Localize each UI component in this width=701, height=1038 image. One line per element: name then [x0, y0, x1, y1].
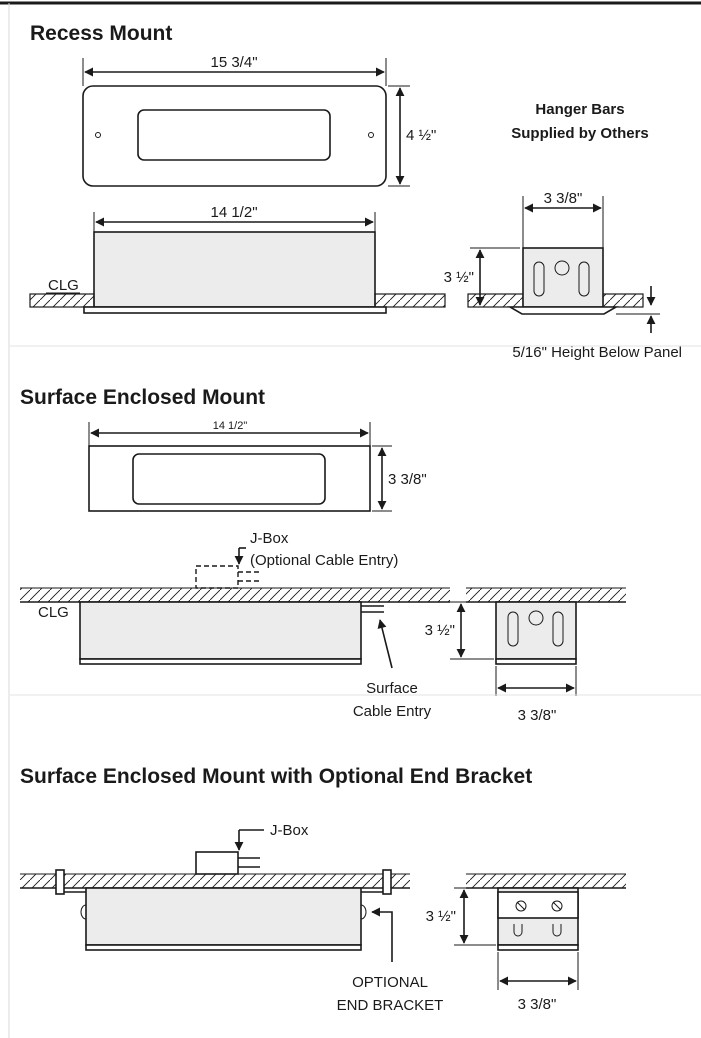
surface-end-lens [495, 658, 577, 665]
surface-housing-lens-strip [79, 658, 362, 665]
bracket-label-1: OPTIONAL [352, 974, 428, 991]
bracket-end-screw-left-x [516, 901, 526, 911]
recess-end-height-label: 3 ½" [444, 269, 474, 286]
bracket-end-screw-left [515, 900, 527, 912]
recess-end-ceiling-left [467, 293, 524, 308]
surface-end-knockout [528, 610, 544, 626]
surface-width-label: 14 1/2" [213, 420, 248, 432]
recess-side-width-label: 14 1/2" [210, 204, 257, 221]
recess-end-trim [507, 306, 619, 315]
end-bracket-right [382, 869, 392, 895]
recess-screw-hole-left [95, 132, 101, 138]
bracket-label-2: END BRACKET [337, 997, 444, 1014]
recess-mount-title: Recess Mount [30, 22, 172, 45]
bracket-end-slot-right [552, 924, 562, 937]
recess-ceiling-label: CLG [48, 277, 79, 294]
surface-cable-label-2: Cable Entry [353, 703, 432, 720]
surface-ceiling-label: CLG [38, 604, 69, 621]
recess-ceiling-left [29, 293, 95, 308]
below-panel-note: 5/16" Height Below Panel [512, 344, 682, 361]
surface-optional-jbox [195, 565, 239, 589]
surface-jbox-sublabel: (Optional Cable Entry) [250, 552, 398, 569]
bracket-housing-lens-strip [85, 944, 362, 951]
surface-mount-title: Surface Enclosed Mount [20, 386, 265, 409]
recess-end-slot-right [578, 261, 590, 297]
recess-end-ceiling-right [602, 293, 644, 308]
recess-ceiling-right [374, 293, 446, 308]
surface-cable-leader [377, 619, 393, 669]
hanger-bars-line2: Supplied by Others [511, 125, 649, 142]
surface-ceiling-hatch [20, 588, 450, 602]
surface-height-label: 3 3/8" [388, 471, 427, 488]
recess-trim-flange [83, 306, 387, 314]
surface-end-width-label: 3 3/8" [518, 707, 557, 724]
bracket-jbox [195, 851, 239, 875]
recess-end-knockout [554, 260, 570, 276]
surface-end-slot-right [552, 611, 564, 647]
surface-end-ceiling-hatch [466, 588, 626, 602]
recess-end-housing [522, 247, 604, 308]
bracket-jbox-label: J-Box [270, 822, 309, 839]
bracket-end-screw-right-x [552, 901, 562, 911]
surface-lens [132, 453, 326, 505]
surface-end-slot-left [507, 611, 519, 647]
end-bracket-right-clip [360, 904, 367, 920]
hanger-bars-line1: Hanger Bars [535, 101, 624, 118]
surface-cable-label-1: Surface [366, 680, 418, 697]
bracket-housing-side [85, 887, 362, 946]
bracket-end-width-label: 3 3/8" [518, 996, 557, 1013]
recess-end-width-label: 3 3/8" [544, 190, 583, 207]
end-bracket-left [55, 869, 65, 895]
surface-end-height-label: 3 ½" [425, 622, 455, 639]
end-bracket-left-clip [80, 904, 87, 920]
bracket-leader [371, 907, 393, 962]
bracket-end-ceiling-hatch [466, 874, 626, 888]
bracket-ceiling-hatch [20, 874, 410, 888]
recess-mount-section: Recess Mount 15 3/4" 4 ½" Hanger Bars Su… [29, 22, 682, 361]
bracket-end-screw-right [551, 900, 563, 912]
recess-lens [137, 109, 331, 161]
recess-housing-side [93, 231, 376, 308]
bracket-mount-title: Surface Enclosed Mount with Optional End… [20, 765, 532, 788]
bracket-mount-section: Surface Enclosed Mount with Optional End… [20, 765, 626, 1014]
surface-mount-section: Surface Enclosed Mount 14 1/2" 3 3/8" J-… [20, 386, 626, 724]
recess-end-slot-left [533, 261, 545, 297]
bracket-end-plate [497, 891, 579, 919]
surface-housing-side [79, 601, 362, 660]
surface-jbox-label: J-Box [250, 530, 289, 547]
recess-height-label: 4 ½" [406, 127, 436, 144]
recess-width-label: 15 3/4" [210, 54, 257, 71]
bracket-end-slot-left [513, 924, 523, 937]
bracket-end-height-label: 3 ½" [426, 908, 456, 925]
bracket-end-lens [497, 944, 579, 951]
recess-screw-hole-right [368, 132, 374, 138]
